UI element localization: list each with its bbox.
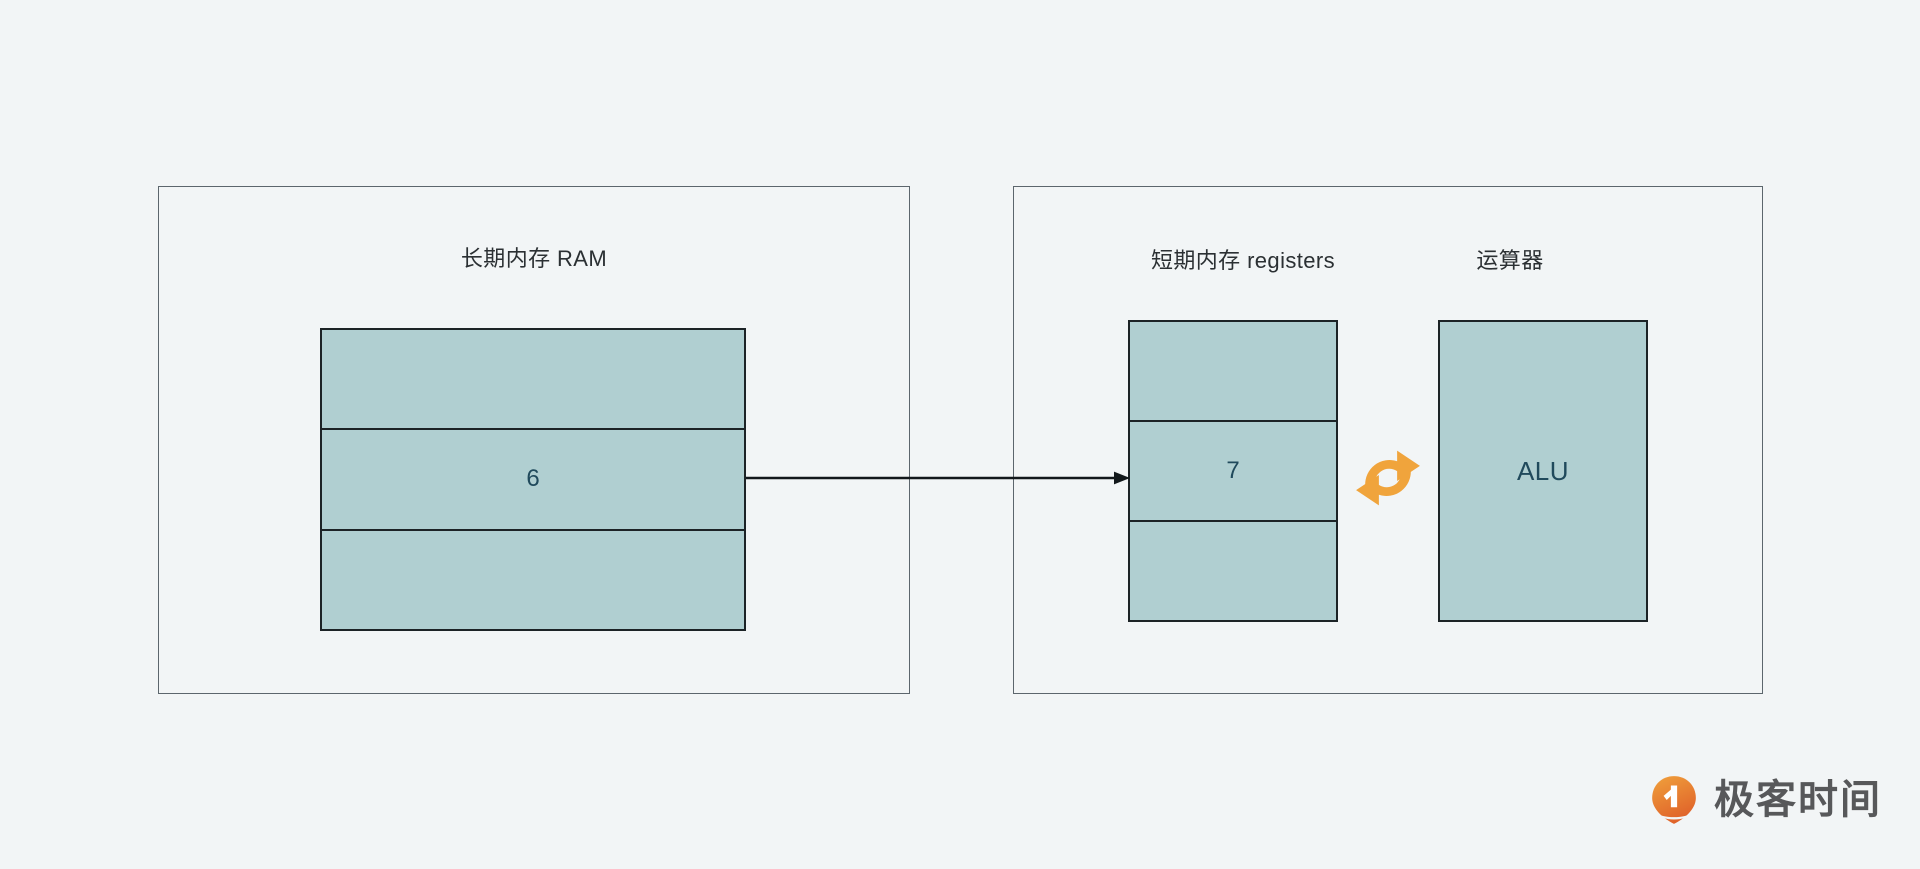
ram-cell-1: 6	[322, 430, 744, 531]
register-cell-2	[1130, 522, 1336, 620]
ram-cell-2	[322, 530, 744, 629]
register-cell-0	[1130, 322, 1336, 422]
alu-caption: 运算器	[1476, 248, 1544, 273]
alu-block: ALU	[1438, 320, 1648, 622]
register-cell-1: 7	[1130, 422, 1336, 522]
registers-caption: 短期内存 registers	[1150, 248, 1336, 273]
panel-ram-caption: 长期内存 RAM	[460, 246, 608, 271]
brand-watermark: 极客时间	[1648, 772, 1882, 828]
geektime-logo-icon	[1652, 776, 1696, 824]
register-cell-stack: 7	[1128, 320, 1338, 622]
ram-cell-stack: 6	[320, 328, 746, 631]
sync-cycle-icon	[1356, 450, 1420, 506]
ram-cell-0	[322, 330, 744, 431]
brand-name: 极客时间	[1714, 778, 1882, 822]
